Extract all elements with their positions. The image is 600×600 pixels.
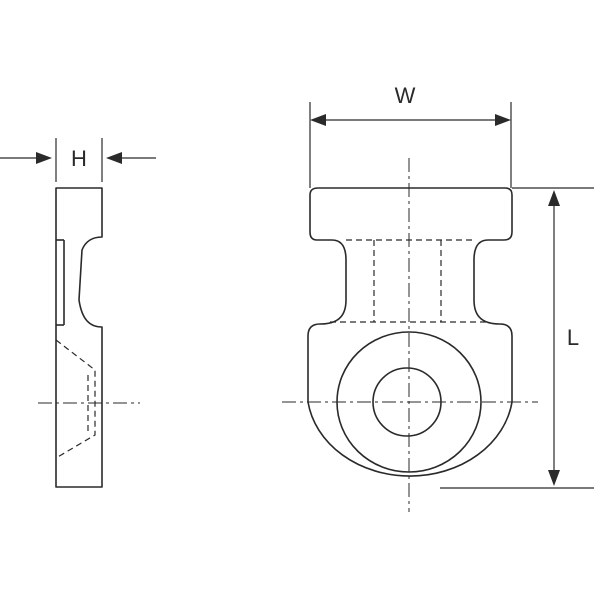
length-dimension: L [440, 187, 594, 489]
l-arrow-bottom [548, 470, 560, 486]
h-arrow-right [106, 152, 122, 164]
width-dimension: W [309, 83, 512, 188]
height-label: H [71, 146, 87, 171]
l-arrow-top [548, 190, 560, 206]
w-arrow-left [310, 114, 326, 126]
front-view [282, 158, 538, 512]
w-arrow-right [495, 114, 511, 126]
side-view [38, 187, 140, 488]
length-label: L [567, 325, 579, 350]
h-arrow-left [36, 152, 52, 164]
side-view-outline [55, 187, 103, 488]
height-dimension: H [0, 138, 156, 182]
front-view-outline [307, 187, 513, 477]
side-view-hidden-countersink [55, 339, 96, 459]
width-label: W [395, 83, 416, 108]
